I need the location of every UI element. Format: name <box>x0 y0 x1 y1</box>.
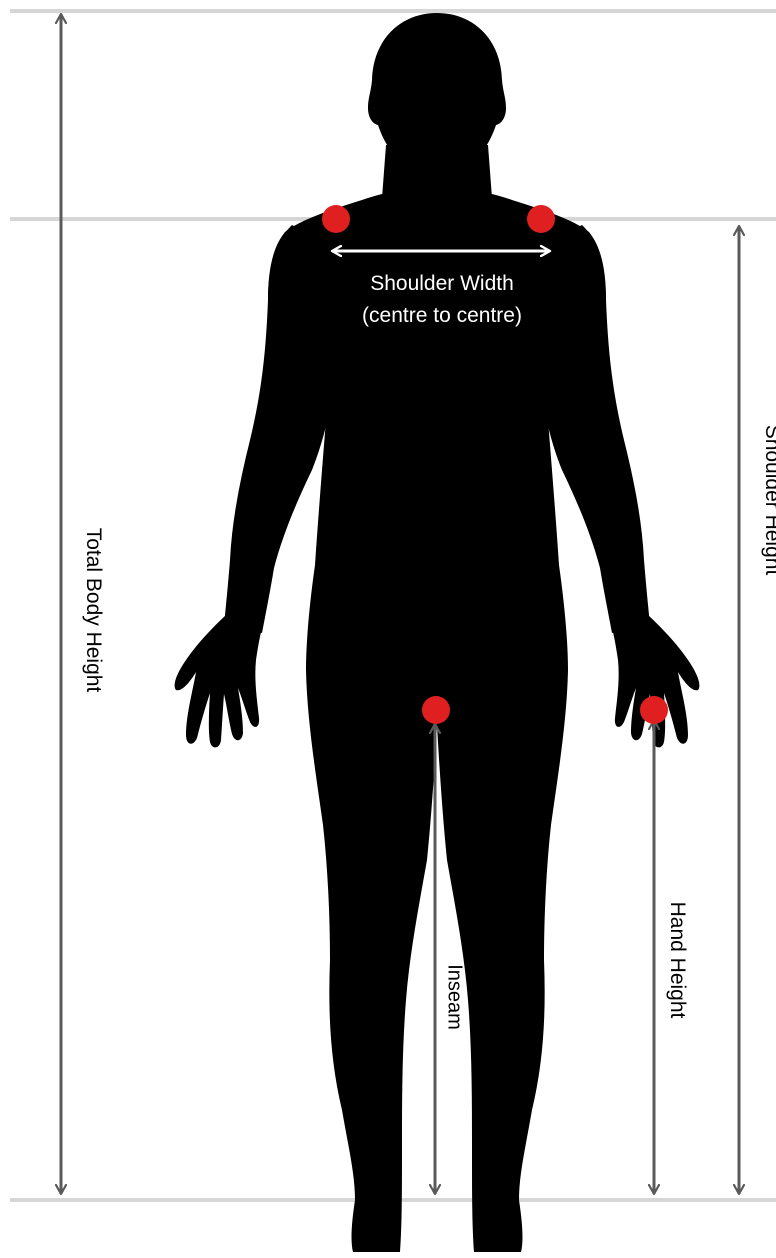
hand-height-label: Hand Height <box>665 902 689 1019</box>
shoulder-height-label: Shoulder Height <box>760 425 776 576</box>
left-shoulder-point <box>322 205 350 233</box>
left-hand <box>175 615 262 747</box>
total-body-height-label: Total Body Height <box>81 528 105 693</box>
hand-point <box>640 696 668 724</box>
head <box>368 13 506 160</box>
shoulder-width-label-line2: (centre to centre) <box>362 300 522 332</box>
shoulder-width-label-line1: Shoulder Width <box>362 268 522 300</box>
right-shoulder-point <box>527 205 555 233</box>
inseam-label: Inseam <box>443 964 466 1030</box>
right-hand <box>612 615 699 747</box>
human-silhouette <box>175 13 700 1252</box>
shoulder-width-label: Shoulder Width (centre to centre) <box>362 268 522 332</box>
crotch-point <box>422 696 450 724</box>
